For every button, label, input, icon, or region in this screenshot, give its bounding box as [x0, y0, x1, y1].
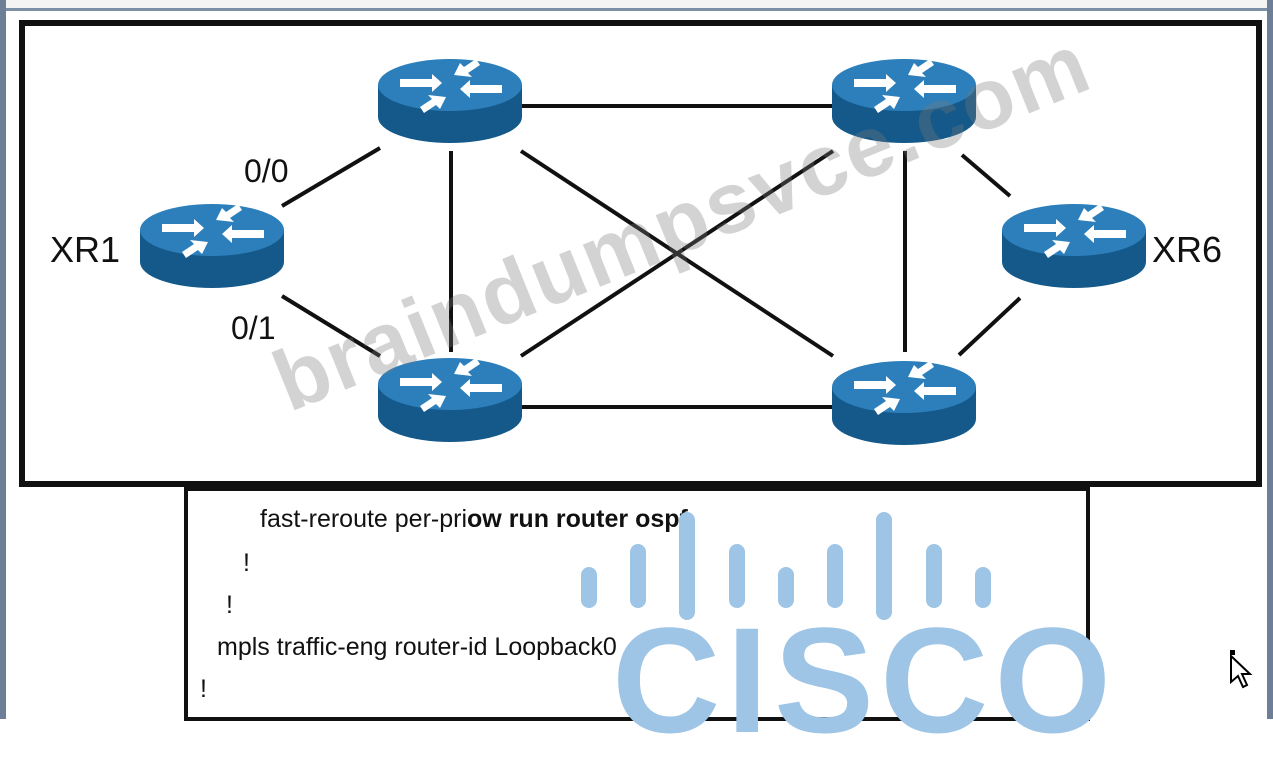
link-lines [280, 104, 1022, 409]
link-r4-xr6 [957, 296, 1022, 357]
topology-svg: XR1 XR6 0/0 0/1 [50, 59, 1222, 445]
config-line-1-part-a: fast-reroute per-pri [260, 505, 468, 533]
config-line-1-part-b: ow run router ospf [467, 505, 688, 533]
link-r2-r3 [519, 149, 835, 358]
mouse-pointer-icon [1230, 650, 1253, 689]
config-line-1: fast-reroute per-priow run router ospf [260, 505, 688, 534]
port-label-0-0: 0/0 [244, 153, 288, 189]
window-frame-top [0, 8, 1273, 11]
router-r1-icon [378, 59, 522, 143]
label-xr6: XR6 [1152, 229, 1222, 270]
label-xr1: XR1 [50, 229, 120, 270]
router-xr6-icon [1002, 204, 1146, 288]
window-frame-right [1267, 0, 1273, 719]
config-line-2: ! [243, 549, 250, 577]
link-xr1-r1 [280, 146, 382, 208]
port-label-0-1: 0/1 [231, 310, 275, 346]
link-xr1-r2 [280, 294, 382, 358]
router-r4-icon [832, 361, 976, 445]
top-strip [0, 0, 1273, 8]
router-xr1-icon [140, 204, 284, 288]
window-frame-left [0, 0, 6, 719]
config-line-3: ! [226, 591, 233, 619]
config-line-4: mpls traffic-eng router-id Loopback0 [217, 633, 617, 661]
cisco-logo-word: CISCO [612, 596, 1118, 764]
network-diagram: XR1 XR6 0/0 0/1 [19, 20, 1262, 487]
link-r3-xr6 [960, 153, 1012, 198]
config-line-5: ! [200, 675, 207, 703]
